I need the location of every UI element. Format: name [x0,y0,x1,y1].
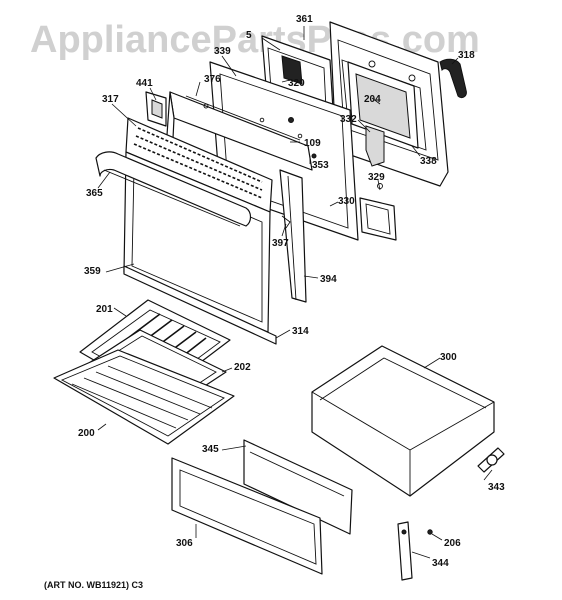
callout-343: 343 [488,482,505,493]
callout-441: 441 [136,78,153,89]
callout-labels: 5 361 318 339 320 441 376 204 317 332 10… [78,14,505,569]
outer-door [95,117,277,345]
callout-206: 206 [444,538,461,549]
hinge-bracket [365,125,385,167]
callout-314: 314 [292,326,309,337]
callout-359: 359 [84,266,101,277]
drawer-body [311,345,495,497]
callout-365: 365 [86,188,103,199]
leader-lines [97,26,493,559]
callout-397: 397 [272,238,289,249]
callout-332: 332 [340,114,357,125]
callout-5: 5 [246,30,252,41]
drawer-front [171,457,323,575]
callout-317: 317 [102,94,119,105]
callout-361: 361 [296,14,313,25]
drawer-slide [397,521,433,581]
vent-frame [145,91,167,127]
callout-376: 376 [204,74,221,85]
callout-353: 353 [312,160,329,171]
art-number: (ART NO. WB11921) C3 [44,580,143,590]
callout-202: 202 [234,362,251,373]
callout-201: 201 [96,304,113,315]
callout-394: 394 [320,274,337,285]
callout-330: 330 [338,196,355,207]
callout-109: 109 [304,138,321,149]
callout-338: 338 [420,156,437,167]
callout-204: 204 [364,94,381,105]
door-spring [281,215,291,229]
callout-344: 344 [432,558,449,569]
door-clip [311,153,317,159]
callout-339: 339 [214,46,231,57]
callout-320: 320 [288,78,305,89]
door-side-channel [279,169,307,303]
callout-306: 306 [176,538,193,549]
callout-329: 329 [368,172,385,183]
callout-300: 300 [440,352,457,363]
drawer-roller [477,447,505,473]
callout-345: 345 [202,444,219,455]
callout-200: 200 [78,428,95,439]
hinge-assembly [359,183,397,241]
callout-318: 318 [458,50,475,61]
door-gasket [439,58,467,99]
drawer-rail [243,439,353,535]
oven-rack [53,349,235,445]
door-screw [288,117,294,123]
